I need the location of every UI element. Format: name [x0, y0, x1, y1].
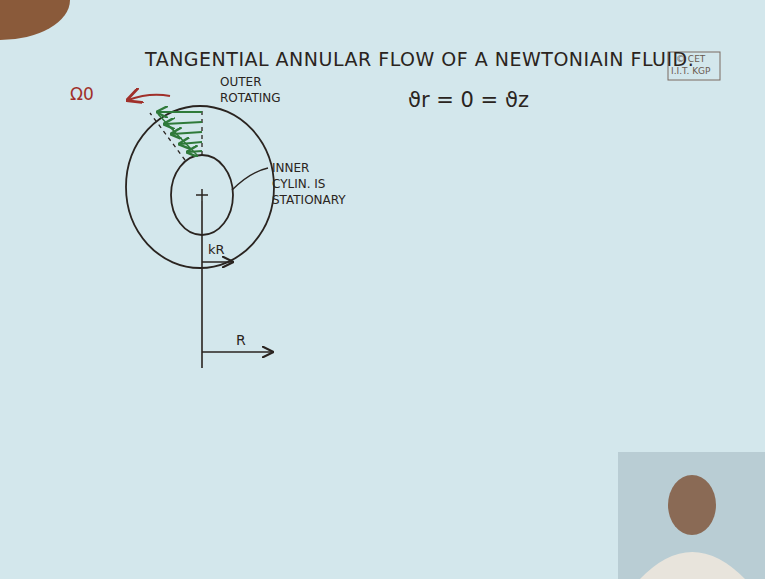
watermark: I.I.T. KGP: [671, 66, 711, 76]
watermark: © CET: [676, 54, 705, 64]
outer-cylinder-label: OUTER ROTATING: [220, 74, 300, 106]
angular-speed: Ω0: [70, 84, 94, 104]
dimension-label: kR: [208, 242, 225, 257]
inner-cylinder-label: INNER CYLIN. IS STATIONARY: [272, 160, 346, 208]
velocity-condition: ϑr = 0 = ϑz: [408, 88, 529, 112]
dimension-label: R: [236, 332, 246, 348]
slide-title: TANGENTIAL ANNULAR FLOW OF A NEWTONIAIN …: [145, 48, 694, 70]
